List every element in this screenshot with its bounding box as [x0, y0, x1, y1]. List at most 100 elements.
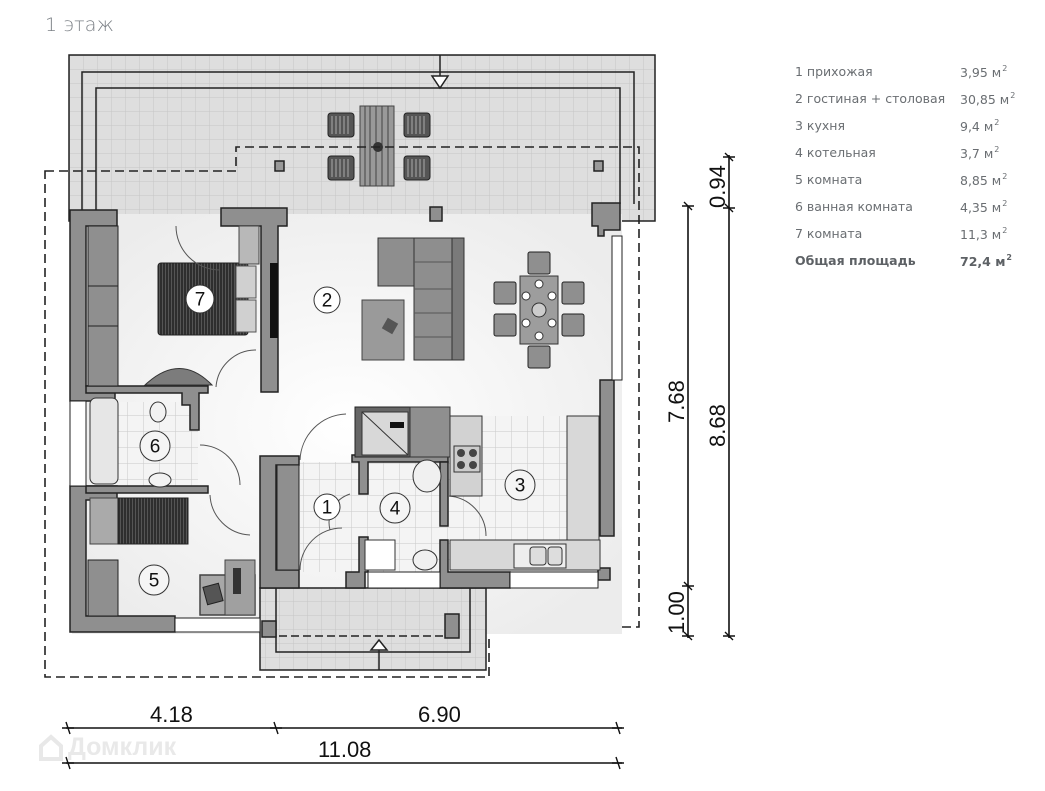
room-label-5: 5 — [138, 564, 170, 596]
corner-sofa — [377, 237, 465, 361]
bed-room-5 — [89, 497, 189, 545]
terrace-post — [274, 160, 285, 172]
windows — [69, 235, 623, 633]
room-label-2: 2 — [313, 286, 341, 314]
terrace-post — [261, 620, 277, 638]
bathtub — [89, 397, 119, 485]
legend-row-total-area: Общая площадь 72,4 м2 — [795, 247, 1035, 274]
walls — [69, 202, 621, 633]
terrace-table — [359, 105, 395, 187]
terrace-chair — [403, 155, 431, 181]
room-number: 5 — [149, 571, 160, 592]
dimension-lines-horizontal — [62, 721, 624, 770]
terrace-chair — [403, 112, 431, 138]
legend-room-name: 7 комната — [795, 226, 863, 241]
kitchen-sink-icon — [513, 543, 567, 569]
watermark: Домклик — [38, 733, 176, 762]
door-swing — [447, 495, 487, 537]
legend-row-living-dining: 2 гостиная + столовая 30,85 м2 — [795, 85, 1035, 112]
area-value: 72,4 м — [960, 253, 1006, 269]
dimension-8-68: 8.68 — [705, 404, 730, 447]
top-terrace — [68, 54, 656, 222]
floor-title: 1 этаж — [45, 14, 115, 36]
room-label-7: 7 — [185, 284, 215, 314]
dimension-lines-vertical — [682, 152, 735, 641]
kitchen-counter — [449, 415, 601, 571]
room-label-3: 3 — [504, 469, 536, 501]
legend-room-area: 11,3 м2 — [960, 226, 1007, 242]
area-value: 30,85 м — [960, 91, 1010, 107]
dimension-7-68: 7.68 — [664, 380, 689, 423]
room-number: 7 — [195, 290, 206, 311]
door-swing — [199, 444, 241, 486]
sink-icon — [412, 549, 438, 571]
room-number: 3 — [515, 476, 526, 497]
desk-chair-room-7 — [143, 368, 214, 386]
house-logo-icon — [39, 733, 63, 761]
legend-room-area: 9,4 м2 — [960, 118, 999, 134]
legend-room-name: 5 комната — [795, 172, 863, 187]
legend-room-area: 3,95 м2 — [960, 64, 1007, 80]
area-value: 8,85 м — [960, 172, 1002, 188]
toilet-icon — [149, 401, 167, 423]
terrace-chair — [327, 112, 355, 138]
cooktop-icon — [453, 445, 481, 473]
door-swing — [299, 413, 347, 461]
dimension-11-08: 11.08 — [318, 737, 371, 762]
terrace-post — [593, 160, 604, 172]
room-label-1: 1 — [313, 493, 341, 521]
terrace-chair — [327, 155, 355, 181]
door-swing — [299, 527, 343, 571]
room-label-4: 4 — [379, 492, 411, 524]
legend-room-name: 3 кухня — [795, 118, 845, 133]
terrace-post — [444, 613, 460, 639]
legend-room-name: 6 ванная комната — [795, 199, 913, 214]
area-value: 3,95 м — [960, 64, 1002, 80]
legend-row-bathroom: 6 ванная комната 4,35 м2 — [795, 193, 1035, 220]
legend-row-kitchen: 3 кухня 9,4 м2 — [795, 112, 1035, 139]
area-value: 3,7 м — [960, 145, 994, 161]
area-value: 11,3 м — [960, 226, 1002, 242]
sink-icon — [148, 472, 172, 488]
area-unit-power: 2 — [1002, 198, 1008, 208]
legend-row-hallway: 1 прихожая 3,95 м2 — [795, 58, 1035, 85]
entry-arrow-top — [430, 55, 450, 90]
wardrobe-room-5 — [87, 559, 119, 617]
legend-room-area: 8,85 м2 — [960, 172, 1007, 188]
legend-room-name: 2 гостиная + столовая — [795, 91, 946, 106]
area-unit-power: 2 — [1006, 252, 1012, 262]
desk-room-5 — [202, 559, 256, 616]
wardrobe-room-7 — [87, 225, 119, 387]
area-unit-power: 2 — [1010, 90, 1016, 100]
room-number: 2 — [322, 291, 333, 312]
door-swing — [209, 494, 251, 536]
entry-terrace — [259, 587, 487, 671]
legend-room-area: 4,35 м2 — [960, 199, 1007, 215]
room-label-6: 6 — [139, 430, 171, 462]
dining-table — [519, 275, 559, 345]
hallway-wardrobe — [276, 464, 300, 571]
legend-room-name: 1 прихожая — [795, 64, 873, 79]
legend-room-area: 3,7 м2 — [960, 145, 999, 161]
room-number: 4 — [390, 499, 401, 520]
door-swing — [175, 225, 221, 271]
area-unit-power: 2 — [1002, 63, 1008, 73]
washing-machine — [364, 539, 396, 571]
legend-total-area: 72,4 м2 — [960, 253, 1012, 269]
boiler-cabinet — [409, 406, 451, 458]
dimension-6-90: 6.90 — [418, 702, 461, 727]
legend-row-boiler-room: 4 котельная 3,7 м2 — [795, 139, 1035, 166]
boiler-unit — [354, 406, 411, 458]
dining-chairs — [493, 251, 585, 369]
legend-row-room-7: 7 комната 11,3 м2 — [795, 220, 1035, 247]
area-value: 9,4 м — [960, 118, 994, 134]
toilet-icon — [412, 459, 442, 493]
area-unit-power: 2 — [994, 144, 1000, 154]
legend-total-label: Общая площадь — [795, 253, 916, 268]
nightstand — [238, 225, 260, 265]
door-swing — [215, 349, 257, 388]
legend-row-room-5: 5 комната 8,85 м2 — [795, 166, 1035, 193]
area-unit-power: 2 — [1002, 225, 1008, 235]
legend-room-name: 4 котельная — [795, 145, 876, 160]
